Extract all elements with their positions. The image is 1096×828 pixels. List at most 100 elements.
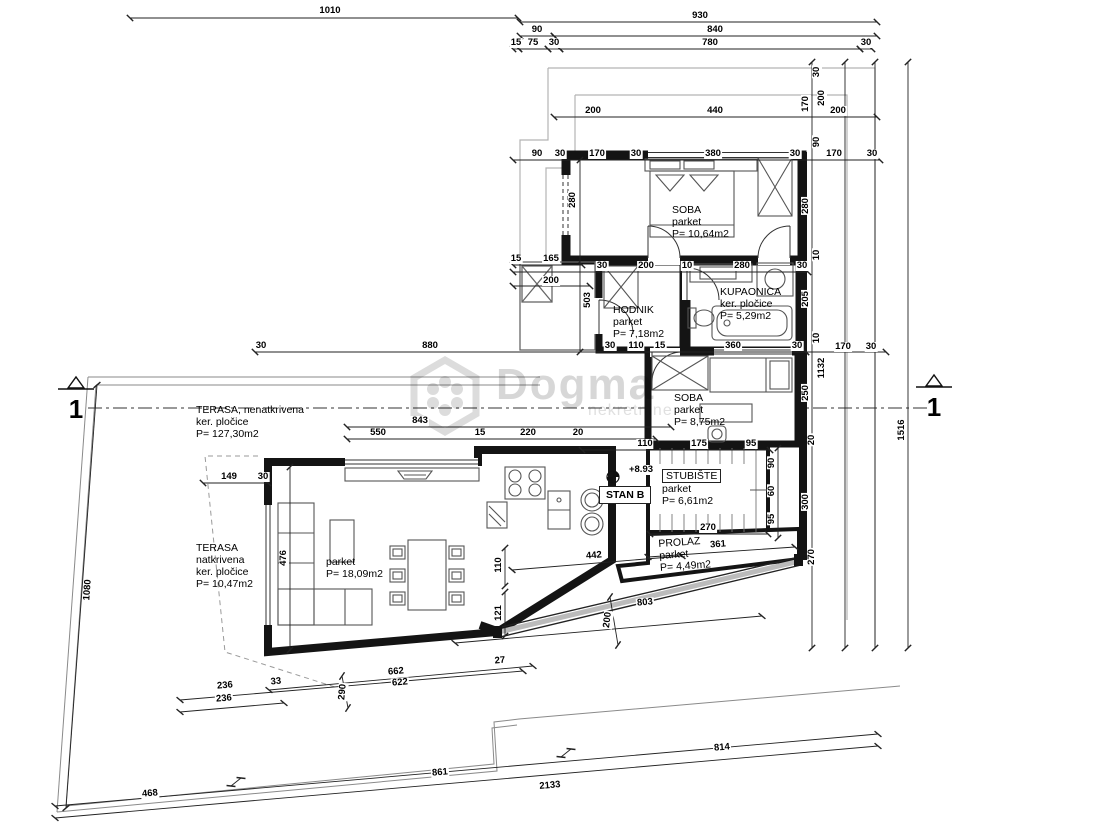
dimension-label: 360 [724, 340, 742, 351]
section-number: 1 [926, 392, 942, 422]
dimension-label: 280 [800, 197, 811, 215]
dimension-label: 15 [473, 427, 487, 438]
dimension-label: 280 [733, 260, 751, 271]
dimension-label: 170 [825, 148, 843, 159]
dimension-label: 200 [601, 610, 615, 630]
dimension-label: 30 [603, 340, 617, 351]
dimension-label: 90 [530, 148, 544, 159]
dimension-label: 149 [220, 471, 238, 482]
room-label-line: ker. pločice [196, 566, 249, 578]
room-label-line: SOBA [672, 204, 702, 216]
dimension-label: 30 [595, 260, 609, 271]
dimension-label: 90 [811, 135, 822, 149]
dimension-label: 236 [215, 679, 235, 692]
dimension-label: 10 [680, 260, 694, 271]
room-label-line: P= 4,49m2 [659, 558, 712, 574]
dimension-label: 110 [636, 438, 654, 449]
living-furniture [277, 467, 480, 626]
room-label-line: P= 5,29m2 [720, 310, 772, 322]
dimension-label: 205 [800, 290, 811, 308]
dimension-label: 290 [336, 682, 349, 702]
room-label-line: HODNIK [613, 304, 654, 316]
dimension-label: 200 [816, 89, 827, 107]
dimension-label: 1010 [318, 5, 342, 16]
dimension-label: 361 [708, 538, 728, 551]
dimension-label: 165 [542, 253, 560, 264]
dimension-label: 30 [859, 37, 873, 48]
dimension-label: 30 [864, 341, 878, 352]
dimension-label: 503 [582, 291, 593, 309]
dimension-label: 121 [493, 604, 504, 622]
dimension-label: 200 [637, 260, 655, 271]
dimension-label: 75 [526, 37, 540, 48]
section-triangle-icon [916, 373, 952, 388]
dimension-label: 95 [766, 512, 777, 526]
dimension-label: 30 [254, 340, 268, 351]
dimension-label: 110 [627, 340, 645, 351]
room-label-line: STUBIŠTE [662, 469, 722, 483]
dimension-label: 170 [588, 148, 606, 159]
dimension-label: 20 [571, 427, 585, 438]
dimension-label: 803 [635, 596, 655, 609]
room-label-line: ker. pločice [196, 416, 249, 428]
dimension-label: 270 [806, 548, 817, 566]
dimension-label: 30 [795, 260, 809, 271]
dimension-label: 170 [834, 341, 852, 352]
dimension-label: 10 [811, 248, 822, 262]
room-label-line: SOBA [674, 392, 704, 404]
dimension-label: 30 [553, 148, 567, 159]
wardrobe-hall [603, 265, 639, 309]
dimension-label: 60 [766, 484, 777, 498]
room-label-line: P= 8,75m2 [674, 416, 726, 428]
dimension-label: 110 [493, 556, 504, 574]
elevation-marker [606, 470, 620, 484]
dimension-label: 380 [704, 148, 722, 159]
room-label-line: parket [672, 216, 702, 228]
dimension-label: 861 [430, 766, 450, 779]
dimension-label: 200 [829, 105, 847, 116]
plot-boundary [56, 376, 901, 813]
kitchen-fixtures [486, 466, 604, 536]
dimension-label: 622 [390, 676, 410, 689]
dimension-label: 930 [691, 10, 709, 21]
room-label-line: natkrivena [196, 554, 245, 566]
dimension-label: 440 [706, 105, 724, 116]
dimension-label: 1132 [816, 356, 827, 380]
dimension-label: 1080 [81, 578, 94, 602]
dimension-label: 175 [690, 438, 708, 449]
dimension-label: 15 [509, 37, 523, 48]
dimension-label: 840 [706, 24, 724, 35]
dimension-label: 250 [800, 384, 811, 402]
dimension-label: 30 [865, 148, 879, 159]
bedroom2-furniture [651, 355, 793, 443]
dimension-label: 10 [811, 331, 822, 345]
room-label-line: parket [613, 316, 643, 328]
dimension-label: 280 [567, 191, 578, 209]
dimension-label: 30 [811, 65, 822, 79]
section-number: 1 [68, 394, 84, 424]
room-label-line: P= 7,18m2 [613, 328, 665, 340]
dimension-label: 468 [140, 787, 160, 800]
dimension-label: 780 [701, 37, 719, 48]
section-triangle-icon [58, 375, 94, 390]
dimension-label: 90 [766, 456, 777, 470]
dimension-label: 27 [493, 654, 507, 667]
dimension-label: 30 [788, 148, 802, 159]
dimension-label: 95 [744, 438, 758, 449]
dimension-label: 33 [269, 675, 283, 688]
dimension-label: 30 [547, 37, 561, 48]
room-label-line: parket [674, 404, 704, 416]
dimension-label: 476 [278, 549, 289, 567]
dimension-label: 843 [411, 415, 429, 426]
dimension-label: 30 [790, 340, 804, 351]
room-label-line: TERASA [196, 542, 239, 554]
dimension-label: 200 [542, 275, 560, 286]
